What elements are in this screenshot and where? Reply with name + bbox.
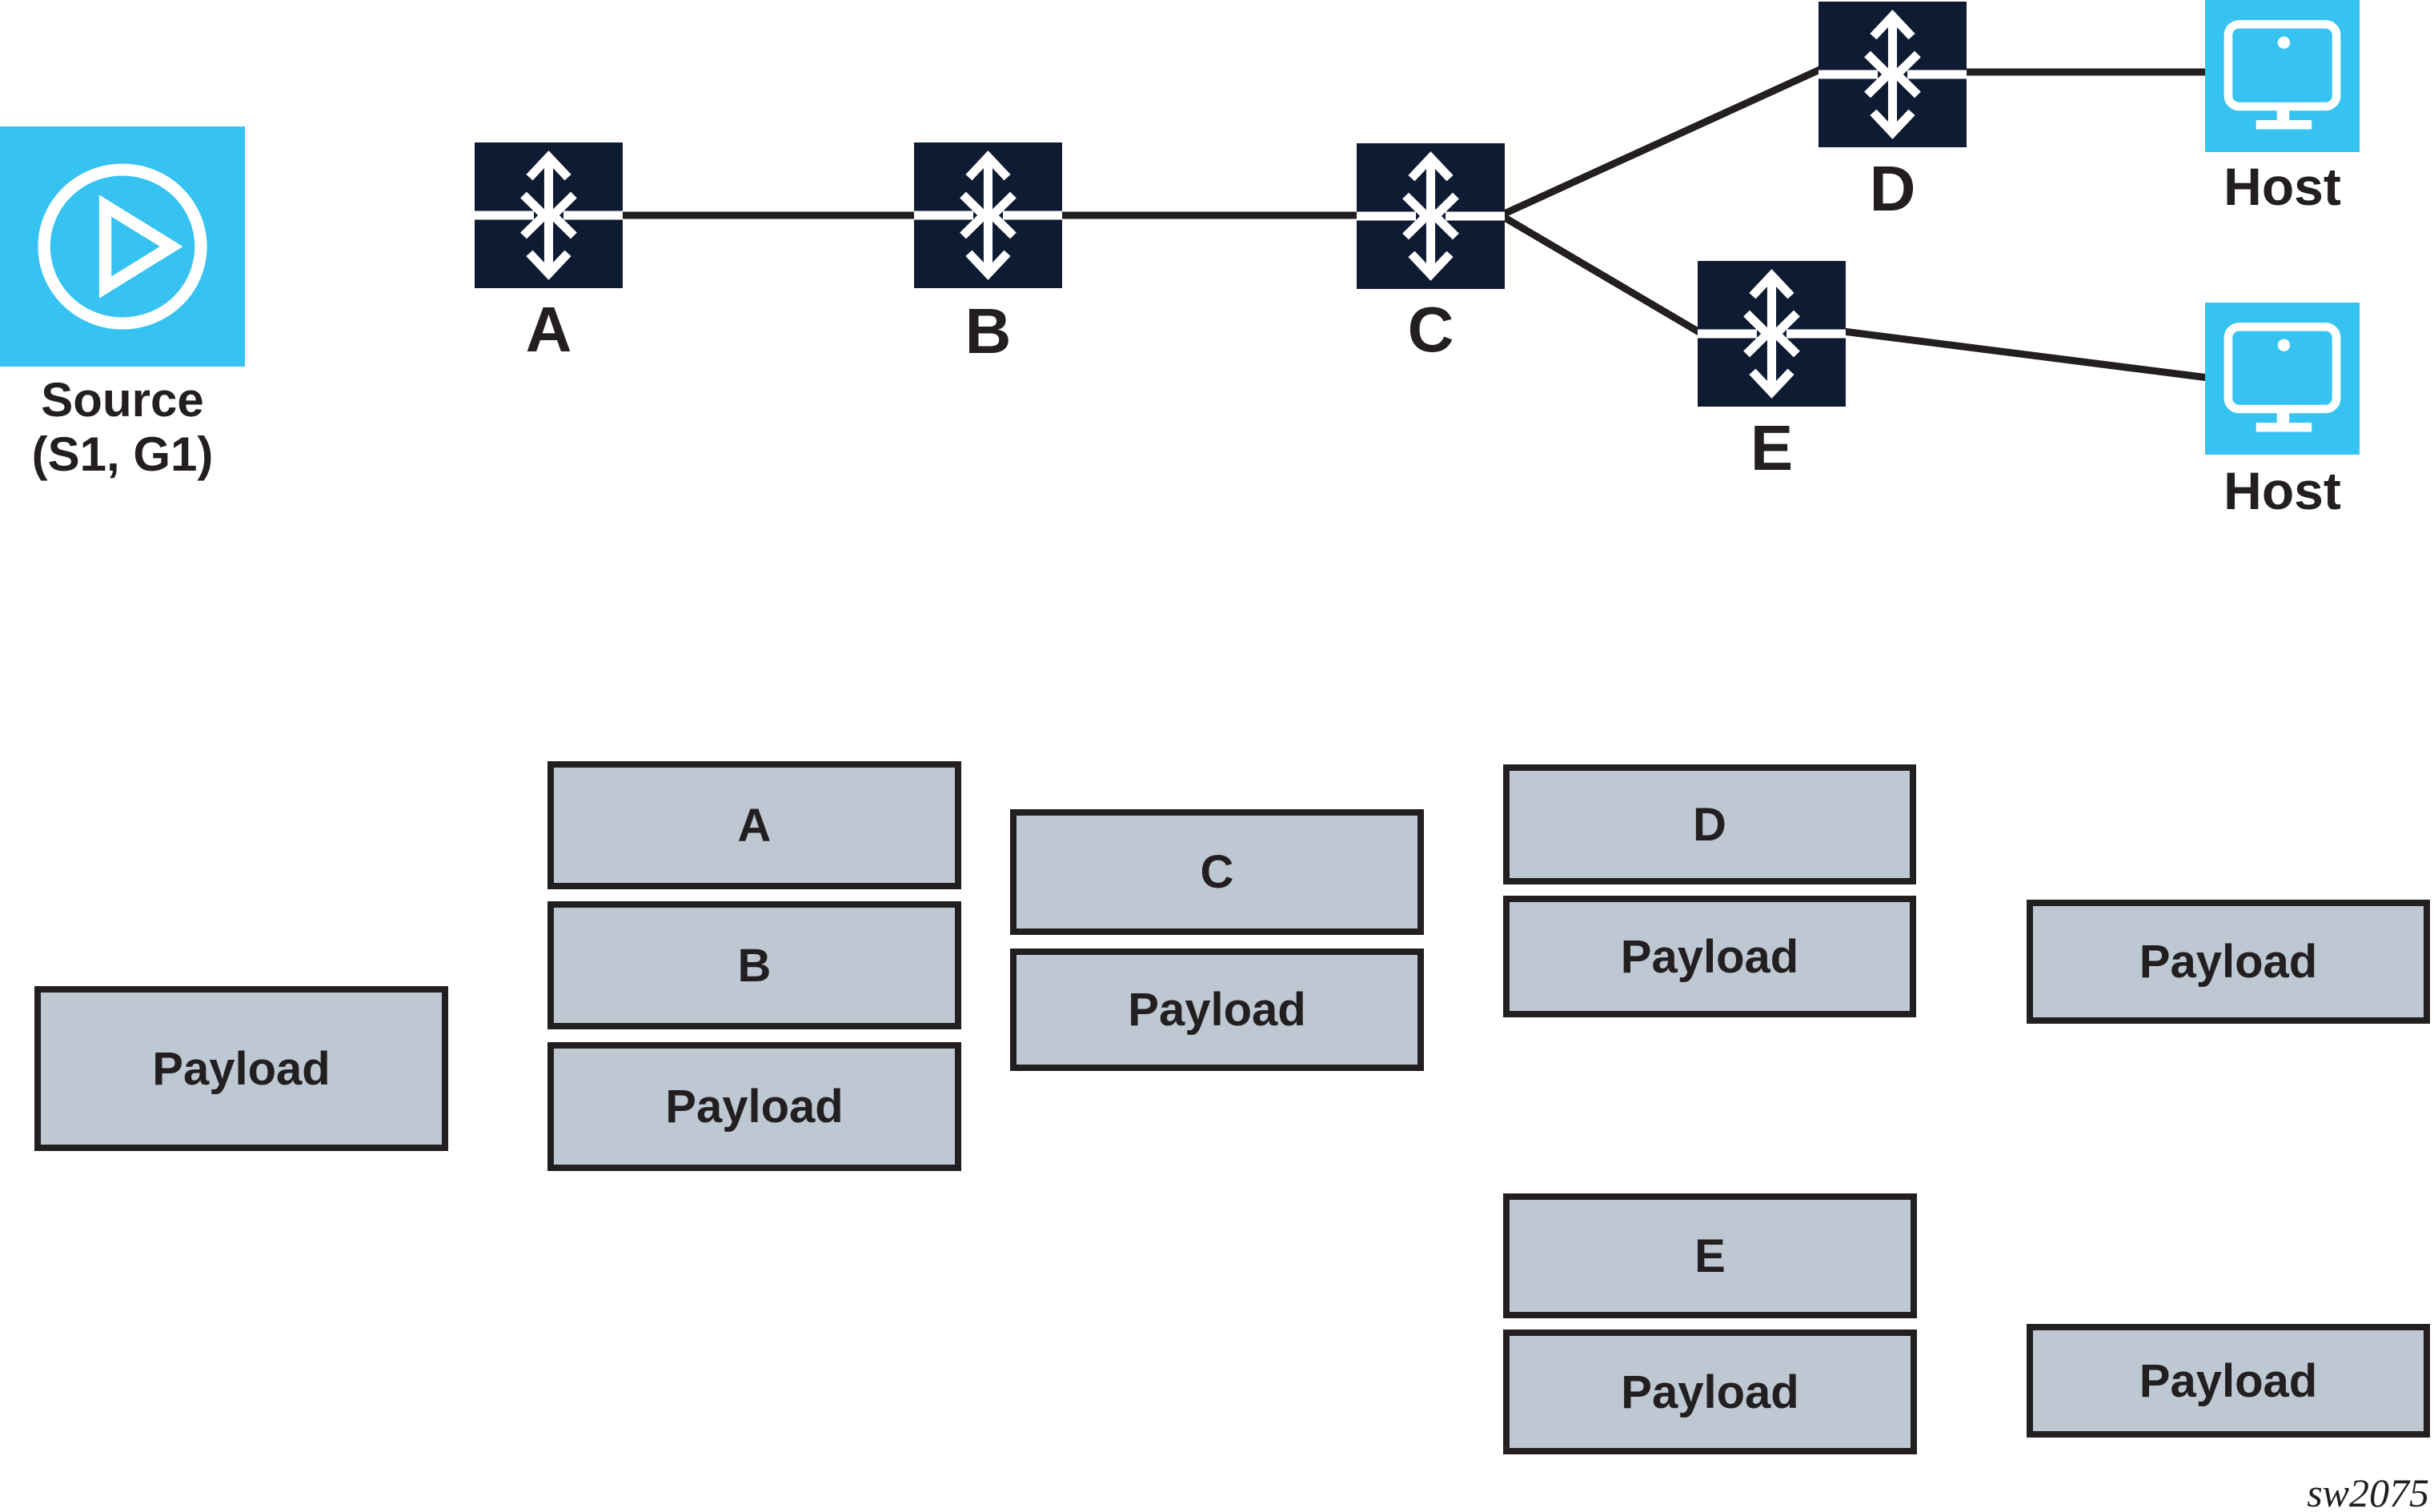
packet-box-ab-a: A [547, 761, 961, 889]
packet-box-ab-b: B [547, 901, 961, 1029]
router-icon-c [1357, 143, 1505, 289]
packet-box-d-header: D [1503, 764, 1916, 884]
host-label-bottom: Host [2223, 461, 2341, 520]
router-label-c: C [1407, 294, 1454, 365]
host-icon-bottom [2205, 303, 2360, 455]
link-e-host-bottom [1836, 327, 2222, 383]
source-icon [0, 126, 245, 367]
router-label-b: B [964, 295, 1012, 367]
packet-box-host-top-payload: Payload [2027, 900, 2430, 1024]
packet-box-ab-payload: Payload [547, 1042, 961, 1171]
host-label-top: Host [2223, 157, 2341, 216]
host-icon-top [2205, 0, 2360, 152]
source-label: Source (S1, G1) [0, 373, 261, 482]
packet-box-d-payload: Payload [1503, 896, 1916, 1017]
router-label-a: A [525, 294, 572, 365]
router-label-d: D [1869, 153, 1916, 224]
link-c-e [1498, 212, 1715, 343]
packet-box-e-header: E [1503, 1193, 1917, 1318]
router-icon-e [1698, 261, 1846, 407]
link-c-d [1499, 64, 1825, 219]
router-icon-a [475, 142, 623, 288]
packet-box-c-payload: Payload [1010, 949, 1424, 1071]
source-group: (S1, G1) [31, 427, 214, 481]
router-icon-d [1818, 2, 1967, 147]
source-title: Source [41, 373, 204, 427]
packet-box-e-payload: Payload [1503, 1330, 1917, 1454]
packet-box-source-payload: Payload [34, 986, 448, 1151]
router-label-e: E [1750, 412, 1794, 483]
figure-watermark: sw2075 [2307, 1470, 2429, 1512]
packet-box-host-bottom-payload: Payload [2027, 1324, 2430, 1438]
router-icon-b [914, 142, 1062, 288]
packet-box-c-header: C [1010, 809, 1424, 935]
